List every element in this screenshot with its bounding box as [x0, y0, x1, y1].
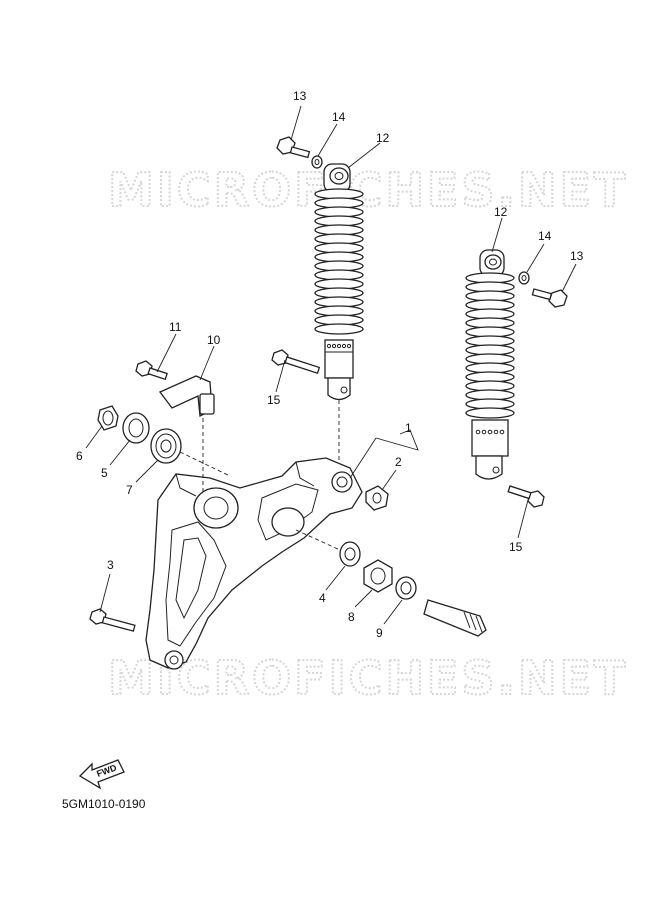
alignment-line-seal: [295, 529, 341, 551]
callout-14-top: 14: [332, 110, 346, 124]
callout-14-right: 14: [538, 229, 552, 243]
alignment-line-bearing: [179, 451, 231, 477]
reference-code: 5GM1010-0190: [62, 797, 146, 811]
callout-10: 10: [207, 333, 221, 347]
rear-arm-1: [145, 457, 363, 670]
callout-7: 7: [126, 483, 133, 497]
damper-hole: [336, 343, 342, 349]
damper-hole: [341, 343, 347, 349]
watermark-top: MICROFICHES.NET: [108, 163, 628, 217]
callout-9: 9: [376, 626, 383, 640]
callout-12-top: 12: [376, 131, 390, 145]
callout-4: 4: [319, 591, 326, 605]
callout-12-right: 12: [494, 205, 508, 219]
bolt-13-top: [276, 136, 311, 159]
shock-absorber-left: [314, 163, 364, 401]
washer-14-right: [518, 271, 530, 285]
callout-5: 5: [101, 466, 108, 480]
callout-8: 8: [348, 610, 355, 624]
damper-hole: [493, 429, 499, 435]
shock-absorber-right: [465, 249, 515, 480]
bolt-11: [135, 360, 168, 381]
damper-hole: [487, 429, 493, 435]
damper-hole: [346, 343, 352, 349]
oil-seal-5: [122, 412, 150, 444]
bracket-10: [158, 375, 215, 418]
callout-2: 2: [395, 455, 402, 469]
damper-hole: [331, 343, 337, 349]
oil-seal-4: [339, 541, 361, 567]
damper-hole: [499, 429, 505, 435]
spacer-9: [395, 576, 417, 600]
callout-1: 1: [405, 421, 412, 435]
bearing-7: [150, 428, 182, 464]
callout-13-right: 13: [570, 249, 584, 263]
bolt-13-right: [531, 288, 568, 308]
callout-15-left: 15: [267, 393, 281, 407]
bolt-3: [89, 608, 136, 632]
spring-coil: [314, 323, 364, 335]
bolt-15-left: [271, 349, 321, 375]
collar-2: [365, 485, 389, 511]
callout-3: 3: [107, 558, 114, 572]
axle-splined: [423, 599, 487, 637]
leader-lines: [85, 105, 577, 625]
damper-hole: [481, 429, 487, 435]
callout-13-top: 13: [293, 89, 307, 103]
collar-8: [363, 559, 393, 593]
fwd-arrow-icon: FWD: [78, 759, 125, 790]
callout-15-right: 15: [509, 540, 523, 554]
watermark-bottom: MICROFICHES.NET: [108, 651, 628, 705]
spring-coil: [465, 407, 515, 419]
damper-hole: [326, 343, 332, 349]
washer-14-top: [311, 155, 323, 169]
collar-6: [97, 405, 119, 431]
damper-hole: [475, 429, 481, 435]
callout-6: 6: [76, 449, 83, 463]
bolt-15-right: [507, 485, 545, 508]
callout-11: 11: [169, 320, 182, 334]
